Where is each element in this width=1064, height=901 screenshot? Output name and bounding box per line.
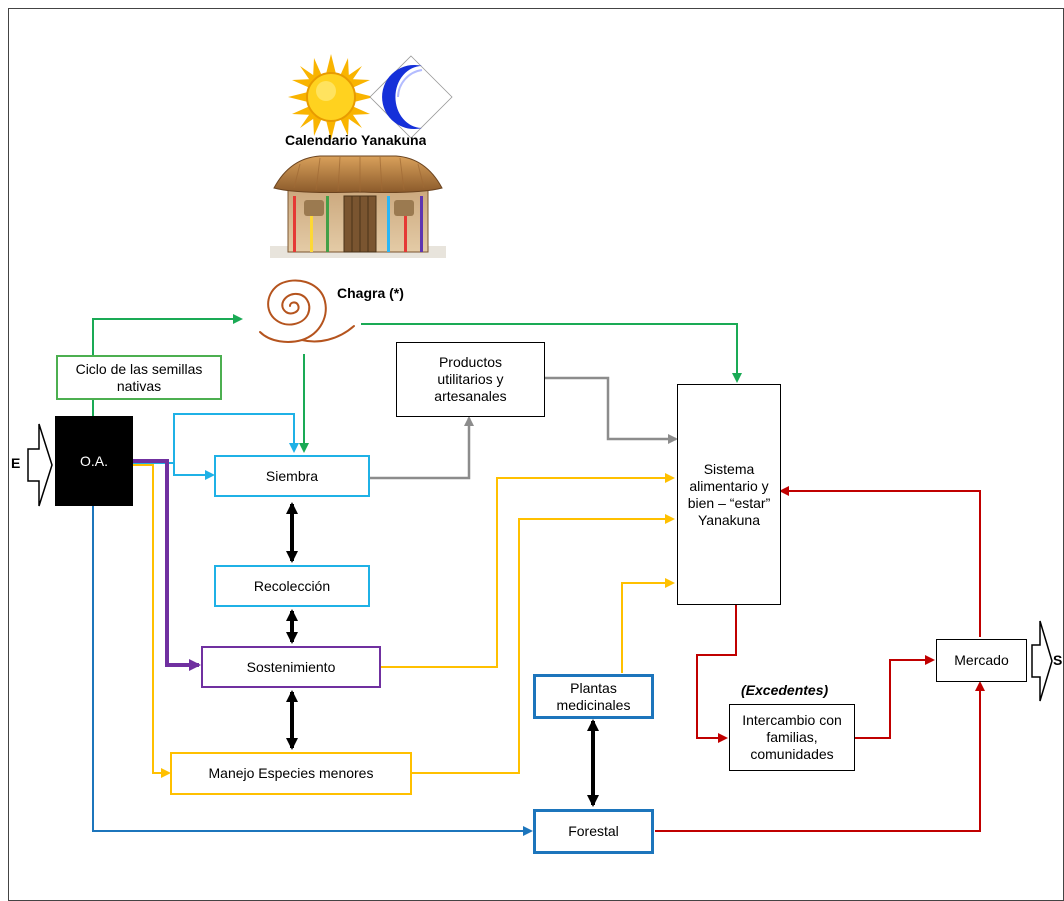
sostenimiento-text: Sostenimiento: [246, 658, 336, 675]
output-label: S: [1053, 652, 1063, 668]
output-arrow-shape: [1031, 620, 1053, 702]
siembra-box: Siembra: [214, 455, 370, 497]
moon-icon: [369, 55, 453, 139]
plantas-medicinales-box: Plantas medicinales: [533, 674, 654, 719]
arrow-ciclo-to-chagra: [92, 314, 243, 355]
recoleccion-box: Recolección: [214, 565, 370, 607]
arrow-oa-to-sostenimiento: [133, 459, 201, 671]
sun-icon: [288, 54, 374, 140]
calendar-label: Calendario Yanakuna: [285, 132, 427, 146]
input-arrow-shape: [27, 423, 53, 507]
oa-text: O.A.: [79, 452, 108, 469]
arrow-siembra-to-productos: [370, 416, 474, 480]
ciclo-semillas-text: Ciclo de las semillas nativas: [75, 360, 203, 394]
ciclo-semillas-box: Ciclo de las semillas nativas: [56, 355, 222, 400]
arrow-sistema-to-intercambio: [696, 605, 737, 743]
arrow-mercado-to-sistema: [779, 486, 981, 637]
arrow-chagra-to-sistema: [361, 323, 742, 383]
traditional-house-icon: [270, 155, 446, 258]
sistema-alimentario-text: Sistema alimentario y bien – “estar” Yan…: [687, 460, 771, 528]
mercado-box: Mercado: [936, 639, 1027, 682]
mercado-text: Mercado: [954, 652, 1009, 668]
chagra-label: Chagra (*): [337, 285, 404, 301]
intercambio-box: Intercambio con familias, comunidades: [729, 704, 855, 771]
intercambio-text: Intercambio con familias, comunidades: [742, 712, 842, 762]
plantas-medicinales-text: Plantas medicinales: [556, 679, 631, 713]
arrow-oa-to-forestal: [92, 506, 533, 836]
arrow-forestal-to-mercado: [655, 681, 985, 832]
arrow-intercambio-to-mercado: [855, 655, 935, 739]
input-label: E: [11, 455, 21, 471]
manejo-especies-text: Manejo Especies menores: [208, 765, 374, 781]
forestal-box: Forestal: [533, 809, 654, 854]
sistema-alimentario-box: Sistema alimentario y bien – “estar” Yan…: [677, 384, 781, 605]
arrow-plantas-to-sistema: [621, 578, 675, 673]
arrow-oa-to-manejo: [133, 464, 171, 778]
sostenimiento-box: Sostenimiento: [201, 646, 381, 688]
recoleccion-text: Recolección: [253, 577, 331, 594]
arrow-productos-to-sistema: [545, 376, 678, 444]
arrow-manejo-to-sistema: [412, 514, 675, 774]
manejo-especies-box: Manejo Especies menores: [170, 752, 412, 795]
chagra-spiral-icon: [259, 279, 355, 343]
siembra-text: Siembra: [265, 467, 319, 484]
productos-text: Productos utilitarios y artesanales: [434, 354, 507, 404]
productos-box: Productos utilitarios y artesanales: [396, 342, 545, 417]
forestal-text: Forestal: [568, 823, 619, 839]
arrow-sostenimiento-to-sistema: [381, 473, 675, 668]
oa-box: O.A.: [55, 416, 133, 506]
excedentes-label: (Excedentes): [741, 682, 829, 698]
